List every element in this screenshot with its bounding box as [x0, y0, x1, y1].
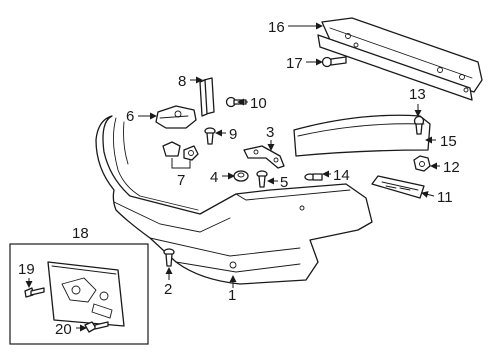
push-pin-5 [256, 170, 268, 188]
clips-7 [162, 141, 199, 161]
callout-7: 7 [177, 172, 185, 189]
bracket-3 [243, 145, 285, 169]
callout-18: 18 [72, 225, 89, 242]
push-pin-9 [204, 127, 216, 145]
trim-panel-15 [293, 114, 431, 157]
callout-12: 12 [443, 159, 460, 176]
callout-15: 15 [440, 133, 457, 150]
callout-8: 8 [178, 73, 186, 90]
callout-4: 4 [210, 169, 218, 186]
callout-19: 19 [18, 261, 35, 278]
screw-13 [413, 115, 425, 135]
bracket-8 [199, 77, 215, 117]
bolt-17 [321, 56, 347, 68]
reinforcement-bar [317, 17, 483, 101]
callout-16: 16 [268, 19, 285, 36]
grommet-4 [233, 170, 249, 182]
callout-14: 14 [333, 167, 350, 184]
callout-9: 9 [229, 126, 237, 143]
reflector-11 [371, 175, 425, 199]
callout-10: 10 [250, 95, 267, 112]
callout-17: 17 [286, 55, 303, 72]
mounting-bracket-6 [155, 105, 197, 129]
callout-13: 13 [409, 86, 426, 103]
callout-1: 1 [228, 287, 236, 304]
callout-20: 20 [55, 321, 72, 338]
callout-6: 6 [126, 108, 134, 125]
push-pin-14 [304, 173, 323, 181]
callout-11: 11 [437, 189, 453, 206]
leader-lines [25, 22, 440, 332]
callout-3: 3 [266, 124, 274, 141]
license-bracket-box-18 [9, 243, 149, 345]
callout-labels: 1 2 3 4 5 6 7 8 9 10 11 12 13 14 15 16 1… [18, 19, 460, 338]
callout-2: 2 [164, 281, 172, 298]
nut-12 [413, 155, 431, 172]
push-pin-2 [163, 248, 175, 267]
bumper-cover-1 [95, 115, 373, 285]
callout-5: 5 [280, 174, 288, 191]
